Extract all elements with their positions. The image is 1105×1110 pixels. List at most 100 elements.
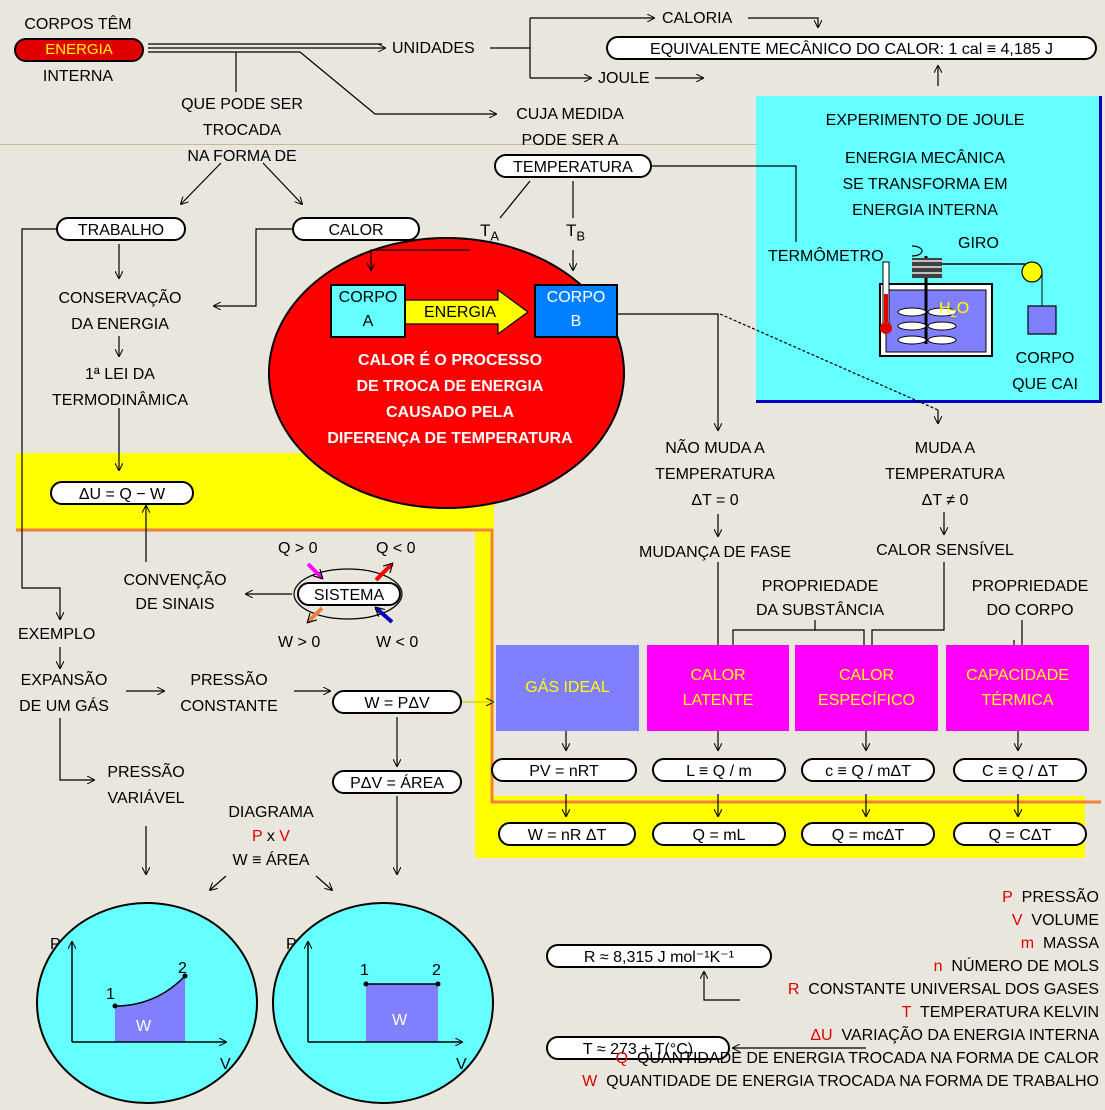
legend-text: QUANTIDADE DE ENERGIA TROCADA NA FORMA D… (636, 1050, 1099, 1067)
convencao-1: CONVENÇÃO (123, 572, 227, 589)
temperatura-pill: TEMPERATURA (494, 154, 652, 178)
calor-def-3: CAUSADO PELA (385, 404, 514, 421)
q-neg-label: Q < 0 (376, 540, 416, 557)
legend-item-v: V VOLUME (582, 909, 1099, 932)
diagrama-v: V (279, 828, 290, 845)
legend-item-r: R CONSTANTE UNIVERSAL DOS GASES (582, 978, 1099, 1001)
corpo-a-l2: A (362, 313, 374, 330)
graph2-v: V (456, 1056, 467, 1073)
graph2-2: 2 (432, 962, 441, 979)
pressao-var-2: VARIÁVEL (107, 790, 185, 807)
legend-item-t: T TEMPERATURA KELVIN (582, 1001, 1099, 1024)
joule-desc-3: ENERGIA INTERNA (852, 202, 998, 219)
legend-text: VOLUME (1031, 912, 1099, 929)
convencao-2: DE SINAIS (135, 596, 215, 613)
w-pos-label: W > 0 (278, 634, 321, 651)
energia-badge: ENERGIA (14, 38, 144, 62)
capacidade-1: CAPACIDADE (966, 667, 1069, 684)
joule-title: EXPERIMENTO DE JOULE (825, 112, 1025, 129)
diagrama-x: x (262, 828, 280, 845)
muda-2: TEMPERATURA (885, 466, 1005, 483)
graph2-plot (272, 902, 494, 1104)
diagrama-p: P (252, 828, 263, 845)
prop-subst-2: DA SUBSTÂNCIA (755, 602, 885, 619)
t-b-sub: B (576, 228, 586, 244)
joule-desc-1: ENERGIA MECÂNICA (844, 150, 1006, 167)
t-a-t: T (480, 221, 491, 240)
pressao-const-1: PRESSÃO (190, 672, 268, 689)
calor-def-2: DE TROCA DE ENERGIA (356, 378, 544, 395)
joule-desc-2: SE TRANSFORMA EM (842, 176, 1008, 193)
expansao-1: EXPANSÃO (20, 672, 108, 689)
graph2-1: 1 (360, 962, 369, 979)
calor-def-4: DIFERENÇA DE TEMPERATURA (327, 430, 573, 447)
graph1-plot (36, 902, 258, 1104)
corpo-b-l1: CORPO (546, 289, 606, 306)
h2o-label: H2O (939, 296, 969, 327)
t-kelvin-pill: T ≈ 273 + T(°C) (546, 1036, 730, 1060)
corpo-b-l2: B (570, 313, 582, 330)
legend-sym: ΔU (810, 1027, 833, 1044)
w-pdv-pill: W = PΔV (332, 690, 462, 714)
q-cdt-pill: Q = CΔT (953, 822, 1087, 846)
legend-text: MASSA (1042, 935, 1099, 952)
legend-sym: Q (615, 1050, 629, 1067)
diagrama-3: W ≡ ÁREA (232, 852, 310, 869)
legend-sym: R (787, 981, 800, 998)
c-eq-pill: c ≡ Q / mΔT (801, 758, 935, 782)
h2o-sub: 2 (950, 308, 957, 321)
delta-u-pill: ΔU = Q − W (50, 481, 194, 505)
diagrama-2: P x V (206, 824, 336, 849)
gas-ideal-label: GÁS IDEAL (525, 679, 610, 696)
cap-eq-pill: C ≡ Q / ΔT (953, 758, 1087, 782)
t-a-sub: A (490, 228, 500, 244)
corpo-a-l1: CORPO (338, 289, 398, 306)
calor-ellipse (268, 237, 625, 509)
intro-line1: CORPOS TÊM (24, 16, 132, 33)
calor-sensivel: CALOR SENSÍVEL (876, 542, 1014, 559)
legend-sym: n (933, 958, 943, 975)
legend-sym: V (1011, 912, 1023, 929)
que-pode-2: TROCADA (202, 122, 282, 139)
exemplo-label: EXEMPLO (18, 626, 96, 643)
gas-ideal-box: GÁS IDEAL (496, 645, 639, 731)
cuja-medida-1: CUJA MEDIDA (516, 106, 624, 123)
joule-label: JOULE (598, 70, 650, 87)
graph2-w: W (392, 1012, 408, 1029)
conservacao-2: DA ENERGIA (71, 316, 169, 333)
calor-latente-1: CALOR (690, 667, 746, 684)
expansao-2: DE UM GÁS (19, 698, 109, 715)
cuja-medida-2: PODE SER A (521, 132, 619, 149)
w-neg-label: W < 0 (376, 634, 419, 651)
nao-muda-1: NÃO MUDA A (665, 440, 765, 457)
h2o-o: O (956, 300, 970, 317)
legend-text: QUANTIDADE DE ENERGIA TROCADA NA FORMA D… (606, 1073, 1099, 1090)
corpo-a-box: CORPO A (330, 284, 406, 338)
conservacao-1: CONSERVAÇÃO (58, 290, 182, 307)
mudanca-fase: MUDANÇA DE FASE (638, 544, 792, 561)
legend-text: PRESSÃO (1021, 889, 1099, 906)
calor-especifico-1: CALOR (838, 667, 895, 684)
legend-text: CONSTANTE UNIVERSAL DOS GASES (808, 981, 1099, 998)
r-const-pill: R ≈ 8,315 J mol⁻¹K⁻¹ (546, 944, 772, 968)
l-eq-pill: L ≡ Q / m (652, 758, 786, 782)
calor-especifico-box: CALOR ESPECÍFICO (795, 645, 938, 731)
t-b-label: TB (566, 218, 585, 248)
legend-item-p: P PRESSÃO (582, 886, 1099, 909)
q-mct-pill: Q = mcΔT (801, 822, 935, 846)
capacidade-2: TÉRMICA (981, 692, 1054, 709)
legend-sym: W (582, 1073, 598, 1090)
trabalho-pill: TRABALHO (56, 217, 186, 241)
legend-sym: T (901, 1004, 912, 1021)
pressao-var-1: PRESSÃO (107, 764, 185, 781)
legend-item-q: Q QUANTIDADE DE ENERGIA TROCADA NA FORMA… (582, 1047, 1099, 1070)
sistema-pill: SISTEMA (297, 582, 401, 606)
graph1-v: V (220, 1056, 231, 1073)
primeira-lei-1: 1ª LEI DA (85, 366, 155, 383)
pv-nrt-pill: PV = nRT (491, 758, 637, 782)
pdv-area-pill: PΔV = ÁREA (332, 770, 462, 794)
legend-text: NÚMERO DE MOLS (951, 958, 1099, 975)
equivalente-pill: EQUIVALENTE MECÂNICO DO CALOR: 1 cal ≡ 4… (606, 36, 1097, 60)
prop-corpo-1: PROPRIEDADE (971, 578, 1089, 595)
